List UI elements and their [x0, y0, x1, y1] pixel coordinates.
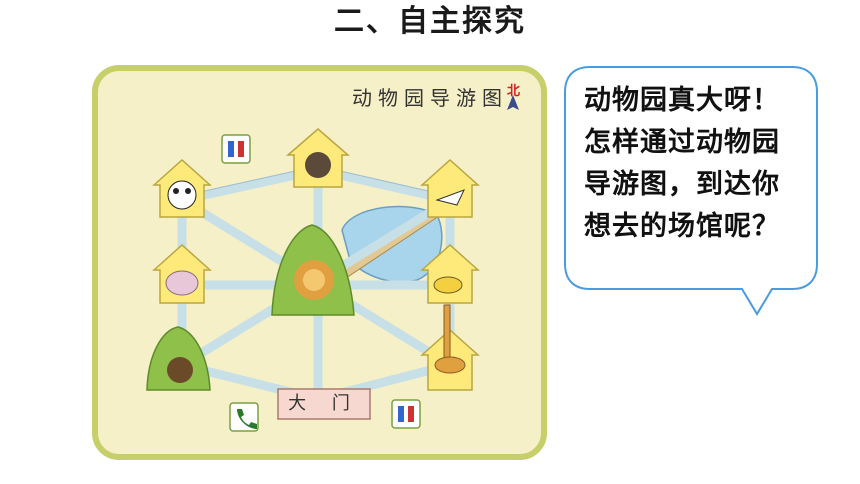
toilet-icon-bottom: [391, 399, 421, 429]
gate-label: 大 门: [288, 393, 360, 414]
toilet-icon-top: [221, 134, 251, 164]
page-title: 二、自主探究: [334, 4, 526, 39]
crane-house: [420, 158, 480, 218]
fish-house: [420, 243, 480, 304]
north-arrow-icon: [507, 95, 519, 110]
panda-house: [152, 158, 212, 218]
monkey-icon: [167, 357, 193, 383]
zoo-map: [92, 65, 547, 460]
giraffe-house: [420, 304, 480, 391]
map-title: 动物园导游图: [352, 86, 508, 110]
speech-bubble: [560, 62, 822, 322]
speech-bubble-shape: [564, 66, 818, 316]
elephant-house: [152, 243, 212, 304]
bubble-text: 动物园真大呀！怎样通过动物园导游图，到达你想去的场馆呢？: [584, 85, 780, 242]
phone-icon: [229, 402, 259, 432]
gorilla-house: [285, 128, 351, 188]
zoo-map-graphic: [92, 65, 547, 460]
north-label: 北: [507, 84, 521, 99]
gate-sign: [277, 388, 371, 420]
